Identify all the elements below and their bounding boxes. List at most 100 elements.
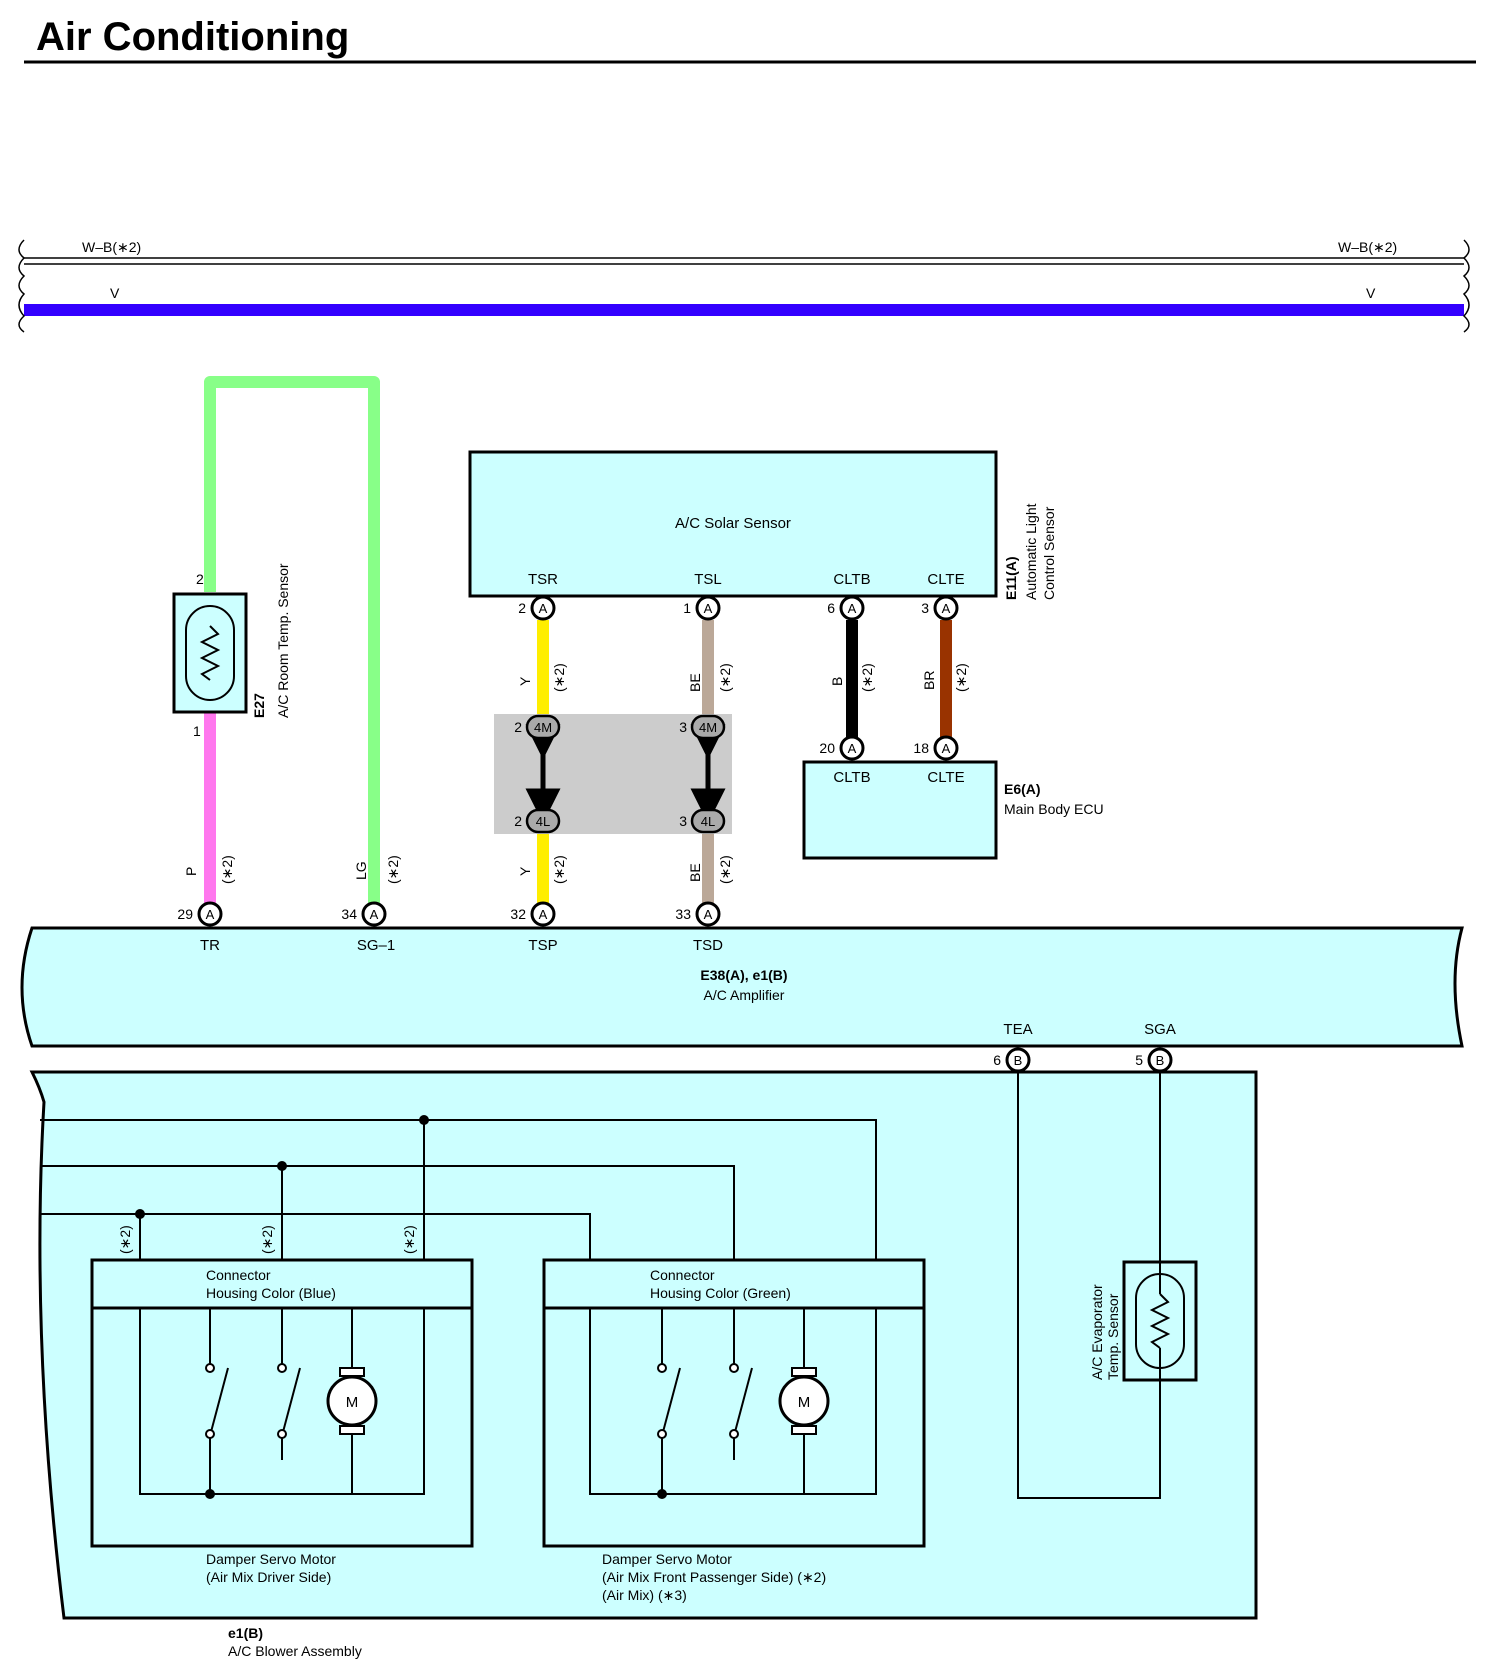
junction-4l-right-label: 4L	[701, 814, 715, 829]
junction-4m-right	[690, 714, 726, 740]
amp-pin-tsp	[530, 901, 556, 927]
amp-pin-sg1-num: 34	[341, 906, 357, 922]
ecu-pin-cltb	[839, 735, 865, 761]
solar-sensor-name2-line1: Automatic Light	[1023, 503, 1039, 600]
blower-internal-wiring	[40, 1071, 1161, 1499]
wire-label-br-star: (∗2)	[953, 663, 969, 692]
servo-right-motor-symbol: M	[798, 1394, 811, 1411]
servo-motor-right	[542, 1258, 926, 1548]
wire-label-b-star: (∗2)	[859, 663, 875, 692]
solar-pin-tsl	[695, 595, 721, 621]
servo-right-caption-line1: Damper Servo Motor	[602, 1551, 732, 1567]
page-title: Air Conditioning	[36, 15, 349, 59]
room-sensor-pin-top: 2	[196, 571, 204, 587]
amp-pin-tr-num: 29	[177, 906, 193, 922]
amp-terminal-sga: SGA	[1144, 1021, 1176, 1038]
evap-sensor-line2: Temp. Sensor	[1105, 1293, 1121, 1380]
servo-right-header-line2: Housing Color (Green)	[650, 1285, 791, 1301]
junction-dot-2	[277, 1161, 287, 1171]
junction-4l-left-pin: 2	[514, 813, 522, 829]
wire-label-y-upper-star: (∗2)	[551, 663, 567, 692]
wire-lg-loop	[204, 376, 380, 914]
wire-label-b: B	[829, 677, 845, 686]
solar-pin-tsl-conn: A	[704, 601, 713, 616]
wire-label-be-upper-star: (∗2)	[717, 663, 733, 692]
amp-code: E38(A), e1(B)	[700, 967, 787, 983]
wire-label-be-lower: BE	[687, 863, 703, 882]
junction-4m-left-pin: 2	[514, 719, 522, 735]
junction-4l-right	[690, 808, 726, 834]
evaporator-temp-sensor	[1122, 1260, 1198, 1382]
amp-pin-tsd	[695, 901, 721, 927]
wire-label-p-star: (∗2)	[219, 855, 235, 884]
amp-pin-tsp-conn: A	[539, 907, 548, 922]
ecu-pin-clte-conn: A	[942, 741, 951, 756]
amp-pin-tsp-num: 32	[510, 906, 526, 922]
blower-wire-star-2: (∗2)	[259, 1225, 275, 1254]
servo-right-header-line1: Connector	[650, 1267, 715, 1283]
solar-sensor-name2-line2: Control Sensor	[1041, 506, 1057, 600]
solar-pin-cltb-conn: A	[848, 601, 857, 616]
blower-wire-star-3: (∗2)	[401, 1225, 417, 1254]
ecu-pin-clte-num: 18	[913, 740, 929, 756]
solar-pin-clte-num: 3	[921, 600, 929, 616]
solar-pin-clte	[933, 595, 959, 621]
junction-dot-3	[135, 1209, 145, 1219]
ecu-terminal-clte: CLTE	[927, 769, 964, 786]
junction-4l-left-label: 4L	[536, 814, 550, 829]
room-sensor-code: E27	[251, 693, 267, 718]
ecu-pin-cltb-num: 20	[819, 740, 835, 756]
wire-label-lg: LG	[353, 861, 369, 880]
junction-4m-right-label: 4M	[699, 720, 717, 735]
amp-terminal-tea: TEA	[1003, 1021, 1032, 1038]
solar-sensor-box	[468, 450, 998, 598]
servo-right-caption-line2: (Air Mix Front Passenger Side) (∗2)	[602, 1569, 826, 1585]
ecu-code: E6(A)	[1004, 781, 1041, 797]
servo-left-caption-line1: Damper Servo Motor	[206, 1551, 336, 1567]
blower-name: A/C Blower Assembly	[228, 1643, 362, 1659]
amp-terminal-tsp: TSP	[528, 937, 557, 954]
solar-pin-tsr-conn: A	[539, 601, 548, 616]
blower-wire-star-1: (∗2)	[117, 1225, 133, 1254]
main-body-ecu-box	[802, 760, 998, 860]
ecu-pin-clte	[933, 735, 959, 761]
junction-4m-left	[525, 714, 561, 740]
servo-motor-left	[90, 1258, 474, 1548]
room-sensor-pin-bottom: 1	[193, 723, 201, 739]
junction-4l-right-pin: 3	[679, 813, 687, 829]
amp-pin-tr-conn: A	[206, 907, 215, 922]
solar-sensor-code: E11(A)	[1003, 556, 1019, 600]
ecu-pin-cltb-conn: A	[848, 741, 857, 756]
bus-label-v-right: V	[1366, 285, 1376, 301]
wire-label-p: P	[183, 867, 199, 876]
junction-dot-1	[419, 1115, 429, 1125]
servo-left-header-line1: Connector	[206, 1267, 271, 1283]
ecu-terminal-cltb: CLTB	[833, 769, 870, 786]
solar-terminal-tsr: TSR	[528, 571, 558, 588]
evap-sensor-line1: A/C Evaporator	[1089, 1284, 1105, 1380]
solar-sensor-name: A/C Solar Sensor	[675, 515, 791, 532]
solar-pin-tsr-num: 2	[518, 600, 526, 616]
solar-terminal-cltb: CLTB	[833, 571, 870, 588]
amp-name: A/C Amplifier	[704, 987, 785, 1003]
solar-pin-cltb-num: 6	[827, 600, 835, 616]
amp-terminal-tsd: TSD	[693, 937, 723, 954]
bus-label-v-left: V	[110, 285, 120, 301]
blower-code: e1(B)	[228, 1625, 263, 1641]
ecu-name: Main Body ECU	[1004, 801, 1104, 817]
wire-label-y-lower-star: (∗2)	[551, 855, 567, 884]
wire-label-be-upper: BE	[687, 673, 703, 692]
amp-terminal-tr: TR	[200, 937, 220, 954]
servo-left-caption-line2: (Air Mix Driver Side)	[206, 1569, 331, 1585]
servo-left-header-line2: Housing Color (Blue)	[206, 1285, 336, 1301]
solar-pin-tsl-num: 1	[683, 600, 691, 616]
junction-4m-left-label: 4M	[534, 720, 552, 735]
wire-label-y-upper: Y	[517, 676, 533, 686]
wire-label-be-lower-star: (∗2)	[717, 855, 733, 884]
solar-terminal-tsl: TSL	[694, 571, 722, 588]
solar-pin-clte-conn: A	[942, 601, 951, 616]
room-sensor-name: A/C Room Temp. Sensor	[275, 563, 291, 718]
amp-pin-sga-conn: B	[1156, 1053, 1165, 1068]
top-bus	[18, 239, 1470, 333]
